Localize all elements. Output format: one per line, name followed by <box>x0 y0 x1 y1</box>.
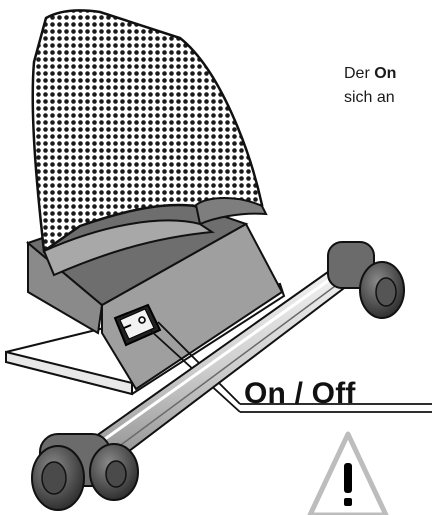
description-line-2: sich an <box>344 89 395 106</box>
on-off-label: On / Off <box>244 377 356 410</box>
description-prefix: Der <box>344 65 375 82</box>
description-bold-word: On <box>374 65 397 82</box>
wheel-left <box>31 433 139 511</box>
housing-top <box>42 197 268 277</box>
power-switch[interactable] <box>113 303 162 347</box>
warning-icon <box>307 431 389 515</box>
description-line-1: Der On <box>344 62 432 86</box>
wheel-right <box>327 241 405 319</box>
description-text: Der On sich an <box>344 62 432 110</box>
